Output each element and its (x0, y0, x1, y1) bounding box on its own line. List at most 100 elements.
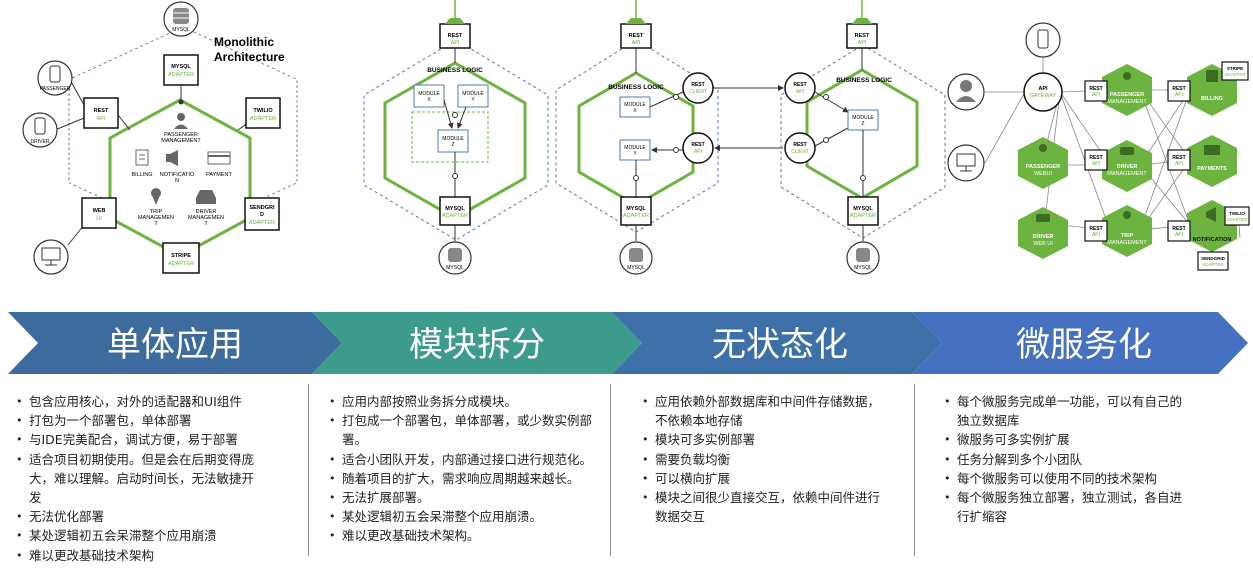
list-item: 模块之间很少直接交互，依赖中间件进行数据交互 (640, 488, 890, 526)
column-divider (308, 384, 309, 556)
svg-text:TRIP: TRIP (1121, 233, 1134, 239)
stage-arrows: 单体应用 模块拆分 无状态化 微服务化 (8, 312, 1248, 374)
twilio-adapter-box: TWILIO ADAPTER (245, 97, 281, 129)
microservices-panel: API GATEWAY PASSENGER MANAGEMENT REST AP… (947, 22, 1250, 271)
svg-text:API: API (1038, 86, 1048, 92)
svg-text:API: API (1092, 92, 1100, 98)
stateless-panel-left: REST API BUSINESS LOGIC MODULE X MODULE … (555, 0, 719, 275)
monolithic-panel: MYSQL PASSENGER DRIVER MYSQL ADAPTER RES… (22, 1, 298, 275)
module-split-panel: REST API BUSINESS LOGIC MODULE X MODULE … (363, 0, 549, 275)
svg-text:API: API (796, 89, 804, 95)
list-item: 难以更改基础技术架构。 (327, 526, 612, 545)
svg-text:CLIENT: CLIENT (689, 89, 707, 95)
web-ui-box: WEB UI (81, 197, 117, 229)
driver-management-service: DRIVER MANAGEMENT REST API (1084, 140, 1152, 192)
driver-icon-label: DRIVER (31, 139, 50, 145)
svg-text:PAYMENT: PAYMENT (206, 172, 232, 178)
stage-arrow-3 (612, 312, 942, 374)
list-item: 模块可多实例部署 (640, 430, 890, 449)
svg-text:MANAGEMENT: MANAGEMENT (1107, 171, 1147, 177)
svg-text:ADAPTER: ADAPTER (442, 213, 468, 219)
svg-text:API: API (1092, 161, 1100, 167)
svg-text:MODULE: MODULE (442, 136, 464, 142)
svg-text:REST: REST (1089, 155, 1102, 161)
svg-text:ADAPTER: ADAPTER (249, 220, 275, 226)
svg-text:Z: Z (861, 121, 864, 127)
list-item: 某处逻辑初五会呆滞整个应用崩溃。 (327, 507, 612, 526)
svg-text:REST: REST (448, 33, 463, 39)
list-item: 适合项目初期使用。但是会在后期变得庞大，难以理解。启动时间长，无法敏捷开发 (14, 450, 264, 508)
mysql-db-icon: MYSQL (619, 241, 653, 275)
rest-client-circle: REST CLIENT (784, 132, 816, 164)
svg-text:MANAGEMENT: MANAGEMENT (161, 138, 201, 144)
svg-text:WEBUI: WEBUI (1034, 171, 1053, 177)
list-item: 应用内部按照业务拆分成模块。 (327, 392, 612, 411)
stateless-panel-right: REST API BUSINESS LOGIC REST API REST CL… (780, 0, 946, 275)
module-x-box: MODULE X (413, 84, 445, 108)
mysql-adapter-box: MYSQL ADAPTER (620, 196, 652, 226)
svg-text:MODULE: MODULE (624, 145, 646, 151)
svg-text:Y: Y (471, 97, 475, 103)
column-divider (914, 384, 915, 556)
module-z-box: MODULE Z (437, 129, 469, 153)
api-gateway-circle: API GATEWAY (1023, 72, 1063, 112)
svg-text:ADAPTER: ADAPTER (850, 213, 876, 219)
svg-text:API: API (1175, 92, 1183, 98)
stage-1-description: 包含应用核心，对外的适配器和UI组件 打包为一个部署包，单体部署 与IDE完美配… (14, 392, 264, 565)
svg-text:CLIENT: CLIENT (791, 149, 809, 155)
svg-text:API: API (858, 40, 867, 46)
svg-text:REST: REST (793, 82, 806, 88)
svg-text:Y: Y (633, 151, 637, 157)
mysql-adapter-box: MYSQL ADAPTER (847, 196, 879, 226)
svg-text:MODULE: MODULE (418, 91, 440, 97)
list-item: 应用依赖外部数据库和中间件存储数据，不依赖本地存储 (640, 392, 890, 430)
svg-text:API: API (1175, 232, 1183, 238)
svg-text:API: API (97, 116, 106, 122)
rest-api-circle: REST API (682, 132, 714, 164)
business-logic-label: BUSINESS LOGIC (608, 84, 664, 91)
svg-text:MODULE: MODULE (852, 115, 874, 121)
list-item: 随着项目的扩大，需求响应周期越来越长。 (327, 469, 612, 488)
rest-api-box: REST API (439, 18, 471, 49)
svg-text:MYSQL: MYSQL (171, 64, 191, 70)
svg-text:Z: Z (451, 142, 454, 148)
list-item: 每个微服务独立部署，独立测试，各自进行扩缩容 (942, 488, 1192, 526)
mysql-db-icon: MYSQL (163, 1, 199, 37)
list-item: 难以更改基础技术架构 (14, 546, 264, 565)
svg-text:GATEWAY: GATEWAY (1030, 93, 1057, 99)
svg-text:PASSENGER: PASSENGER (1110, 92, 1144, 98)
mysql-db-icon: MYSQL (846, 241, 880, 275)
svg-text:ADAPTER: ADAPTER (623, 213, 649, 219)
list-item: 无法优化部署 (14, 507, 264, 526)
payment-module: PAYMENT (206, 151, 233, 178)
business-logic-label: BUSINESS LOGIC (427, 67, 483, 74)
mysql-icon-label: MYSQL (172, 27, 190, 33)
stage-arrow-1 (8, 312, 342, 374)
svg-text:WEB: WEB (93, 208, 106, 214)
list-item: 无法扩展部署。 (327, 488, 612, 507)
rest-api-box: REST API (846, 18, 878, 49)
svg-text:DRIVER: DRIVER (1117, 164, 1138, 170)
trip-module: TRIP MANAGEMEN T (138, 188, 174, 227)
stripe-adapter-box: STRIPE ADAPTER (162, 242, 200, 274)
billing-service: BILLING REST API STRIPE ADAPTER (1167, 61, 1249, 116)
svg-text:REST: REST (1172, 155, 1185, 161)
svg-text:MYSQL: MYSQL (854, 265, 872, 271)
svg-text:API: API (1175, 161, 1183, 167)
svg-text:T: T (204, 221, 208, 227)
svg-text:BILLING: BILLING (131, 172, 152, 178)
list-item: 每个微服务完成单一功能，可以有自己的独立数据库 (942, 392, 1192, 430)
svg-text:D: D (260, 212, 264, 218)
list-item: 打包成一个部署包，单体部署，或少数实例部署。 (327, 411, 612, 449)
svg-text:STRIPE: STRIPE (1227, 66, 1243, 71)
svg-text:API: API (451, 40, 460, 46)
svg-text:REST: REST (793, 142, 806, 148)
stage-title-3: 无状态化 (712, 325, 848, 365)
svg-text:MYSQL: MYSQL (445, 206, 465, 212)
svg-text:MANAGEMENT: MANAGEMENT (1107, 240, 1147, 246)
svg-text:BILLING: BILLING (1201, 96, 1223, 102)
svg-text:REST: REST (1172, 226, 1185, 232)
list-item: 任务分解到多个小团队 (942, 450, 1192, 469)
svg-text:MYSQL: MYSQL (446, 265, 464, 271)
svg-text:MODULE: MODULE (462, 91, 484, 97)
